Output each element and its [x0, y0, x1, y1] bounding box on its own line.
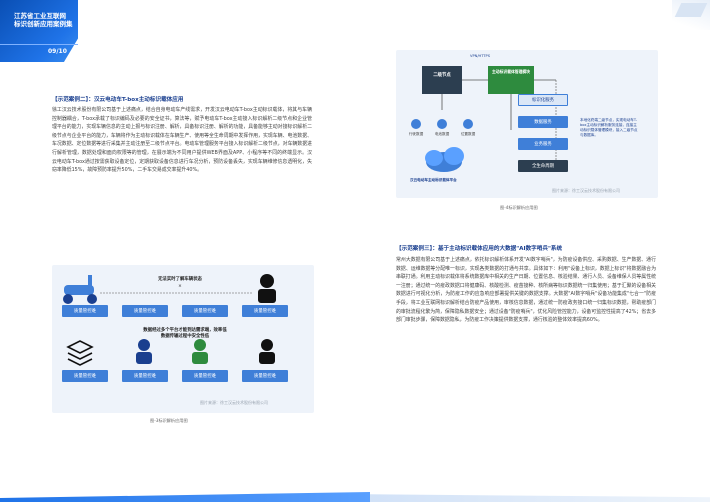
bottom-band-blue [0, 492, 370, 502]
fig3-box-bottom-3: 质量管控难 [182, 370, 228, 382]
fig4-management-module: 主动标识载体管理模块 [492, 69, 530, 74]
person-icon [258, 274, 276, 303]
fig3-box-bottom-2: 质量管控难 [122, 370, 168, 382]
fig4-icon-drive: 行驶数据 [408, 132, 424, 136]
fig3-middle-label-line2: 数据传输过程中安全性低 [160, 334, 210, 339]
fig4-pill-business: 业务服务 [518, 138, 568, 150]
header-title-line2: 标识创新应用案例集 [14, 20, 73, 28]
fig3-box-bottom-4: 质量管控难 [242, 370, 288, 382]
fig3-middle-label: 数据经过多个平台才能到达需求端，效率低 数据传输过程中安全性低 [100, 328, 270, 340]
cloud-icon [425, 147, 464, 172]
fig4-pill-lifecycle: 全生命周期 [518, 160, 568, 172]
fig4-cloud-label: 汉云电动车主动标识载体平台 [410, 178, 457, 182]
fig4-caption: 图-4标识解析应用图 [500, 205, 538, 210]
fig4-source: 图片来源：徐工汉云技术股份有限公司 [552, 188, 620, 193]
bottom-decoration [0, 490, 710, 502]
header-badge [0, 0, 78, 62]
management-module-box [488, 66, 534, 94]
header-title-line1: 江苏省工业互联网 [14, 12, 66, 20]
fig4-protocol-label: VPN/HTTPS [470, 54, 491, 58]
fig3-cross: × [178, 284, 182, 289]
case2-heading: 【示范案例二】：汉云电动车T-box主动标识载体应用 [52, 97, 184, 103]
page-number-divider [0, 44, 78, 45]
fig3-top-label: 无法实时了解车辆状态 [158, 277, 202, 282]
case2-paragraph: 徐工汉云技术股份有限公司基于上述痛点，结合自身电动车产线需求，开发汉云电动车T-… [52, 107, 312, 174]
fig3-box-top-3: 质量管控难 [182, 305, 228, 317]
top-right-decoration [672, 0, 710, 30]
fig4-icon-location: 位置数据 [460, 132, 476, 136]
person-group-icon [136, 339, 208, 364]
data-icons [411, 119, 473, 129]
case3-paragraph: 常州大数据有限公司基于上述痛点，依托标识解析体系开发"AI数字哨兵"，为防疫设备… [396, 257, 656, 324]
figure-4-graphic [411, 66, 557, 172]
fig3-box-bottom-1: 质量管控难 [62, 370, 108, 382]
fig4-secondary-node: 二级节点 [433, 73, 451, 78]
fig3-box-top-1: 质量管控难 [62, 305, 108, 317]
person-icon-bottom [259, 339, 275, 364]
fig4-icon-battery: 电池数据 [434, 132, 450, 136]
fig4-pill-data: 数据服务 [518, 116, 568, 128]
bottom-band-light [340, 494, 710, 502]
fig3-middle-label-line1: 数据经过多个平台才能到达需求端，效率低 [143, 328, 227, 333]
fig3-box-top-4: 质量管控难 [242, 305, 288, 317]
fig3-caption: 图-3标识解析应用图 [150, 418, 188, 423]
secondary-node-box [422, 66, 462, 94]
page-number: 09/10 [48, 48, 67, 55]
header-title: 江苏省工业互联网 标识创新应用案例集 [14, 12, 76, 28]
scooter-icon [63, 275, 97, 304]
layers-icon [66, 340, 94, 366]
figure-3-graphic [63, 274, 276, 366]
fig3-source: 图片来源：徐工汉云技术股份有限公司 [200, 400, 268, 405]
fig4-note: 本地化终端二级节点，实现电动车T-box主动标识解析服务连接，连接主动标识载体管… [580, 118, 638, 137]
fig3-box-top-2: 质量管控难 [122, 305, 168, 317]
fig4-pill-identification: 标识化服务 [518, 94, 568, 106]
case3-heading: 【示范案例三】：基于主动标识载体应用的大数据"AI数字哨兵"系统 [396, 246, 563, 252]
